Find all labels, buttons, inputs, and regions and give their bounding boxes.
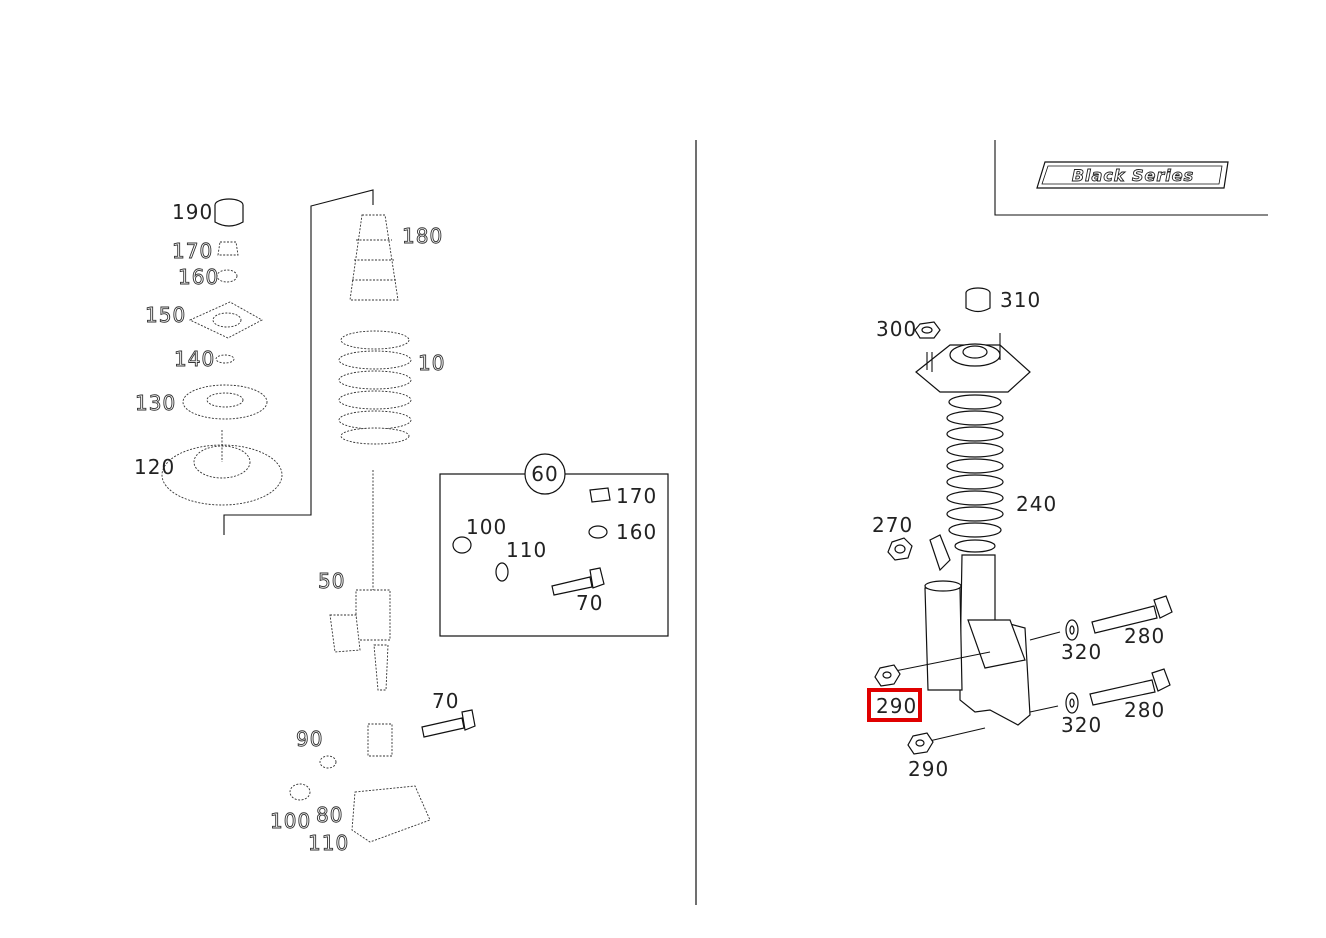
inset-label-110[interactable]: 110 [506, 538, 547, 562]
inset-part-160[interactable] [588, 525, 608, 539]
label-180[interactable]: 180 [402, 224, 443, 249]
part-290-nut-lower[interactable] [907, 732, 934, 755]
part-190-cap[interactable] [214, 198, 244, 227]
label-290-upper[interactable]: 290 [876, 694, 917, 718]
label-160[interactable]: 160 [178, 265, 219, 290]
inset-label-170[interactable]: 170 [616, 484, 657, 508]
label-280-lower[interactable]: 280 [1124, 698, 1165, 722]
label-110-left[interactable]: 110 [308, 831, 349, 856]
label-100-left[interactable]: 100 [270, 809, 311, 834]
badge-frame: Black Series [994, 140, 1268, 216]
inset-part-110[interactable] [495, 562, 509, 582]
part-310-cap[interactable] [965, 287, 991, 313]
label-150[interactable]: 150 [145, 303, 186, 328]
part-320-washer-lower[interactable] [1065, 692, 1079, 714]
inset-ref-60[interactable]: 60 [531, 462, 558, 486]
part-280-bolt-lower[interactable] [1089, 668, 1171, 706]
label-50[interactable]: 50 [318, 569, 345, 594]
part-170-nut[interactable] [217, 241, 239, 256]
label-140[interactable]: 140 [174, 347, 215, 372]
series-badge: Black Series [1072, 166, 1194, 185]
part-80-nut[interactable] [319, 755, 337, 769]
part-90-bushing[interactable] [367, 723, 393, 757]
label-310[interactable]: 310 [1000, 288, 1041, 312]
part-10-spring[interactable] [338, 330, 412, 445]
label-190[interactable]: 190 [172, 200, 213, 224]
label-280-upper[interactable]: 280 [1124, 624, 1165, 648]
part-300-nut[interactable] [914, 321, 941, 339]
part-130-bearing[interactable] [182, 384, 268, 420]
inset-label-160[interactable]: 160 [616, 520, 657, 544]
label-170[interactable]: 170 [172, 239, 213, 264]
inset-60: 60 170 160 100 110 70 [439, 453, 669, 637]
label-130[interactable]: 130 [135, 391, 176, 416]
label-90[interactable]: 90 [296, 727, 323, 752]
strut-body[interactable] [889, 534, 1061, 743]
part-180-dust-boot[interactable] [349, 214, 399, 301]
label-290-lower[interactable]: 290 [908, 757, 949, 781]
inset-part-100[interactable] [452, 536, 472, 554]
label-70-left[interactable]: 70 [432, 689, 459, 713]
part-320-washer-upper[interactable] [1065, 619, 1079, 641]
part-50-strut[interactable] [329, 589, 391, 691]
part-160-washer[interactable] [216, 269, 238, 283]
label-10[interactable]: 10 [418, 351, 445, 376]
part-100-nut[interactable] [289, 783, 311, 801]
inset-label-70[interactable]: 70 [576, 591, 603, 615]
right-strut-assembly: 310 300 240 270 280 320 280 320 290 290 [867, 287, 1173, 781]
inset-part-170[interactable] [589, 487, 611, 503]
label-120[interactable]: 120 [134, 455, 175, 479]
part-140-washer[interactable] [215, 354, 235, 364]
left-exploded-view: 190 180 170 160 150 140 130 120 10 50 70… [134, 189, 669, 856]
label-320-upper[interactable]: 320 [1061, 640, 1102, 664]
label-80[interactable]: 80 [316, 803, 343, 828]
label-300[interactable]: 300 [876, 317, 917, 341]
inset-ref-circle[interactable] [524, 453, 566, 495]
inset-label-100[interactable]: 100 [466, 515, 507, 539]
part-240-coil-spring[interactable] [946, 394, 1004, 553]
part-150-plate[interactable] [188, 301, 263, 339]
part-110-knuckle[interactable] [351, 785, 431, 843]
part-290-nut-upper[interactable] [874, 664, 901, 687]
strut-top-mount[interactable] [915, 333, 1031, 393]
inset-part-70-bolt[interactable] [551, 567, 605, 596]
label-240[interactable]: 240 [1016, 492, 1057, 516]
part-280-bolt-upper[interactable] [1091, 595, 1173, 634]
highlight-box-290 [867, 688, 922, 722]
label-270[interactable]: 270 [872, 513, 913, 537]
part-70-bolt[interactable] [421, 709, 476, 738]
part-120-mount[interactable] [161, 430, 283, 506]
part-270-nut[interactable] [887, 537, 913, 561]
label-320-lower[interactable]: 320 [1061, 713, 1102, 737]
